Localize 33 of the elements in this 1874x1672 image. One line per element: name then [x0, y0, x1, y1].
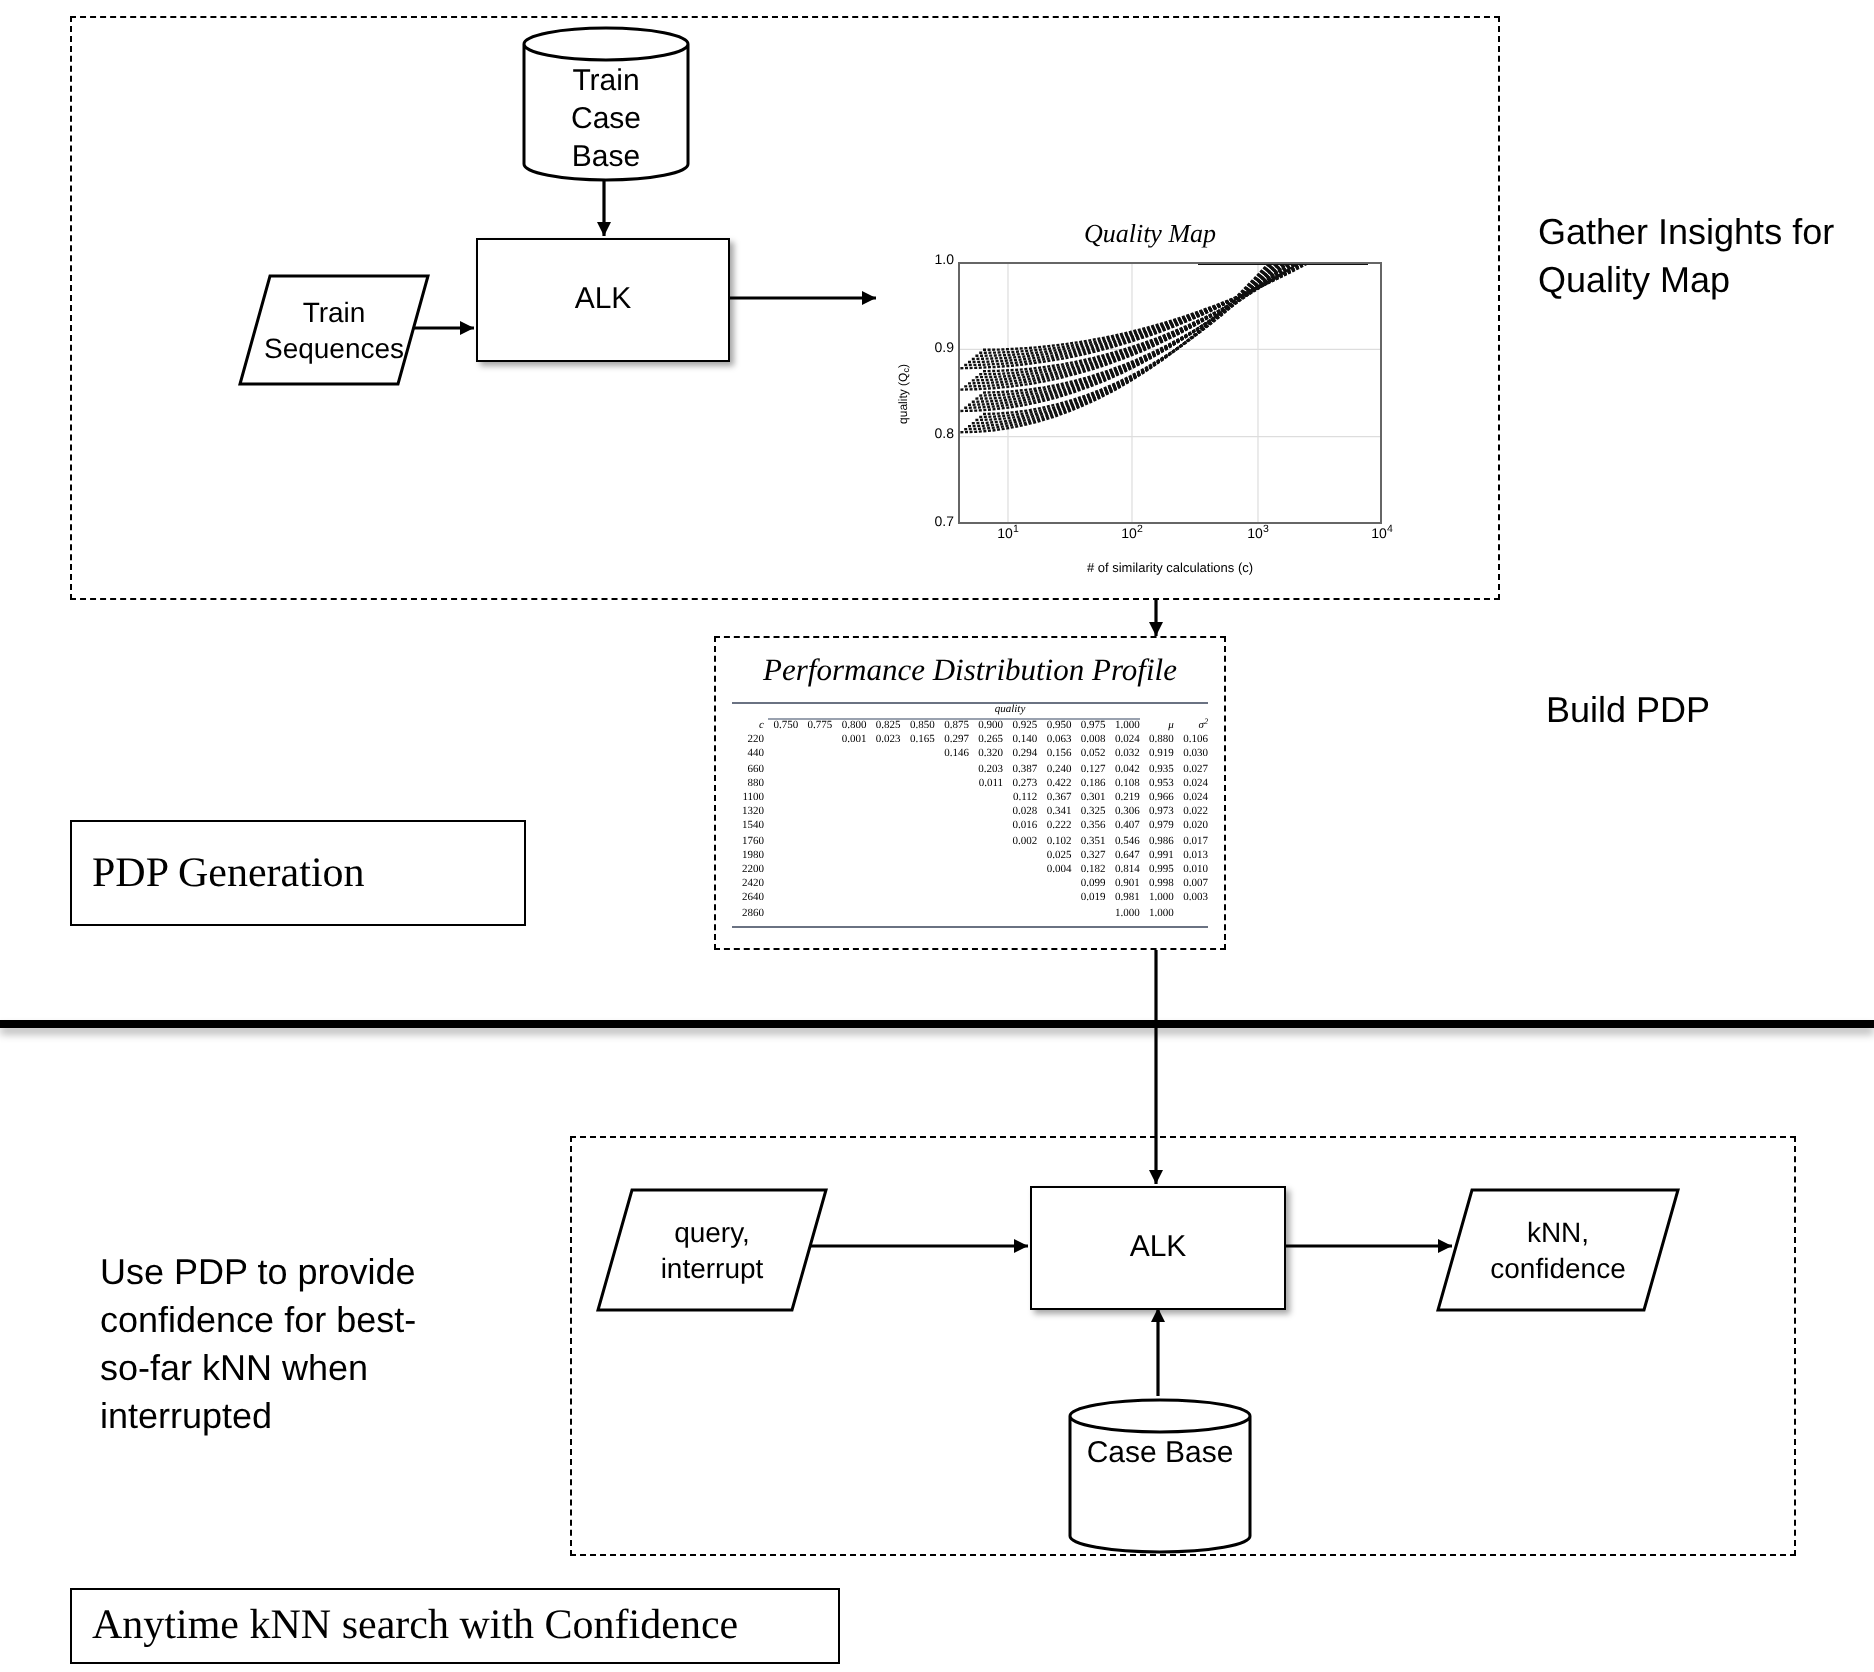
- pdp-table-box: [714, 636, 1226, 950]
- arrow: [597, 180, 611, 236]
- node-label: Train Case Base: [570, 64, 642, 174]
- dashed-group-box: [570, 1136, 1796, 1556]
- side-note: Use PDP to provide confidence for best-so-far kNN when interrupted: [100, 1250, 419, 1440]
- node-label: kNN, confidence: [1490, 1216, 1626, 1284]
- data-parallelogram: [596, 1188, 828, 1312]
- database-cylinder: [522, 26, 690, 182]
- node-label: Case Base: [1086, 1436, 1234, 1470]
- arrow: [808, 1239, 1028, 1253]
- process-box: [1030, 1186, 1286, 1310]
- section-label: Anytime kNN search with Confidence: [92, 1600, 739, 1649]
- arrow: [1149, 600, 1163, 636]
- chart-title: Quality Map: [1081, 216, 1219, 252]
- node-label: query, interrupt: [660, 1216, 764, 1284]
- group-heading: Gather Insights for Quality Map: [1538, 210, 1837, 304]
- arrow: [728, 291, 876, 305]
- process-box: [476, 238, 730, 362]
- data-parallelogram: [1436, 1188, 1680, 1312]
- node-label: Train Sequences: [263, 296, 405, 364]
- arrow: [412, 321, 474, 335]
- arrow: [1149, 950, 1163, 1184]
- section-label-box: [70, 1588, 840, 1664]
- data-parallelogram: [238, 274, 430, 386]
- database-cylinder: [1068, 1398, 1252, 1554]
- side-note: Build PDP: [1546, 688, 1711, 734]
- node-label: ALK: [1129, 1229, 1187, 1264]
- node-label: ALK: [574, 281, 632, 316]
- section-label-box: [70, 820, 526, 926]
- arrow: [1284, 1239, 1452, 1253]
- section-label: PDP Generation: [92, 847, 365, 896]
- arrow: [1151, 1308, 1165, 1396]
- table-title: Performance Distribution Profile: [763, 654, 1177, 688]
